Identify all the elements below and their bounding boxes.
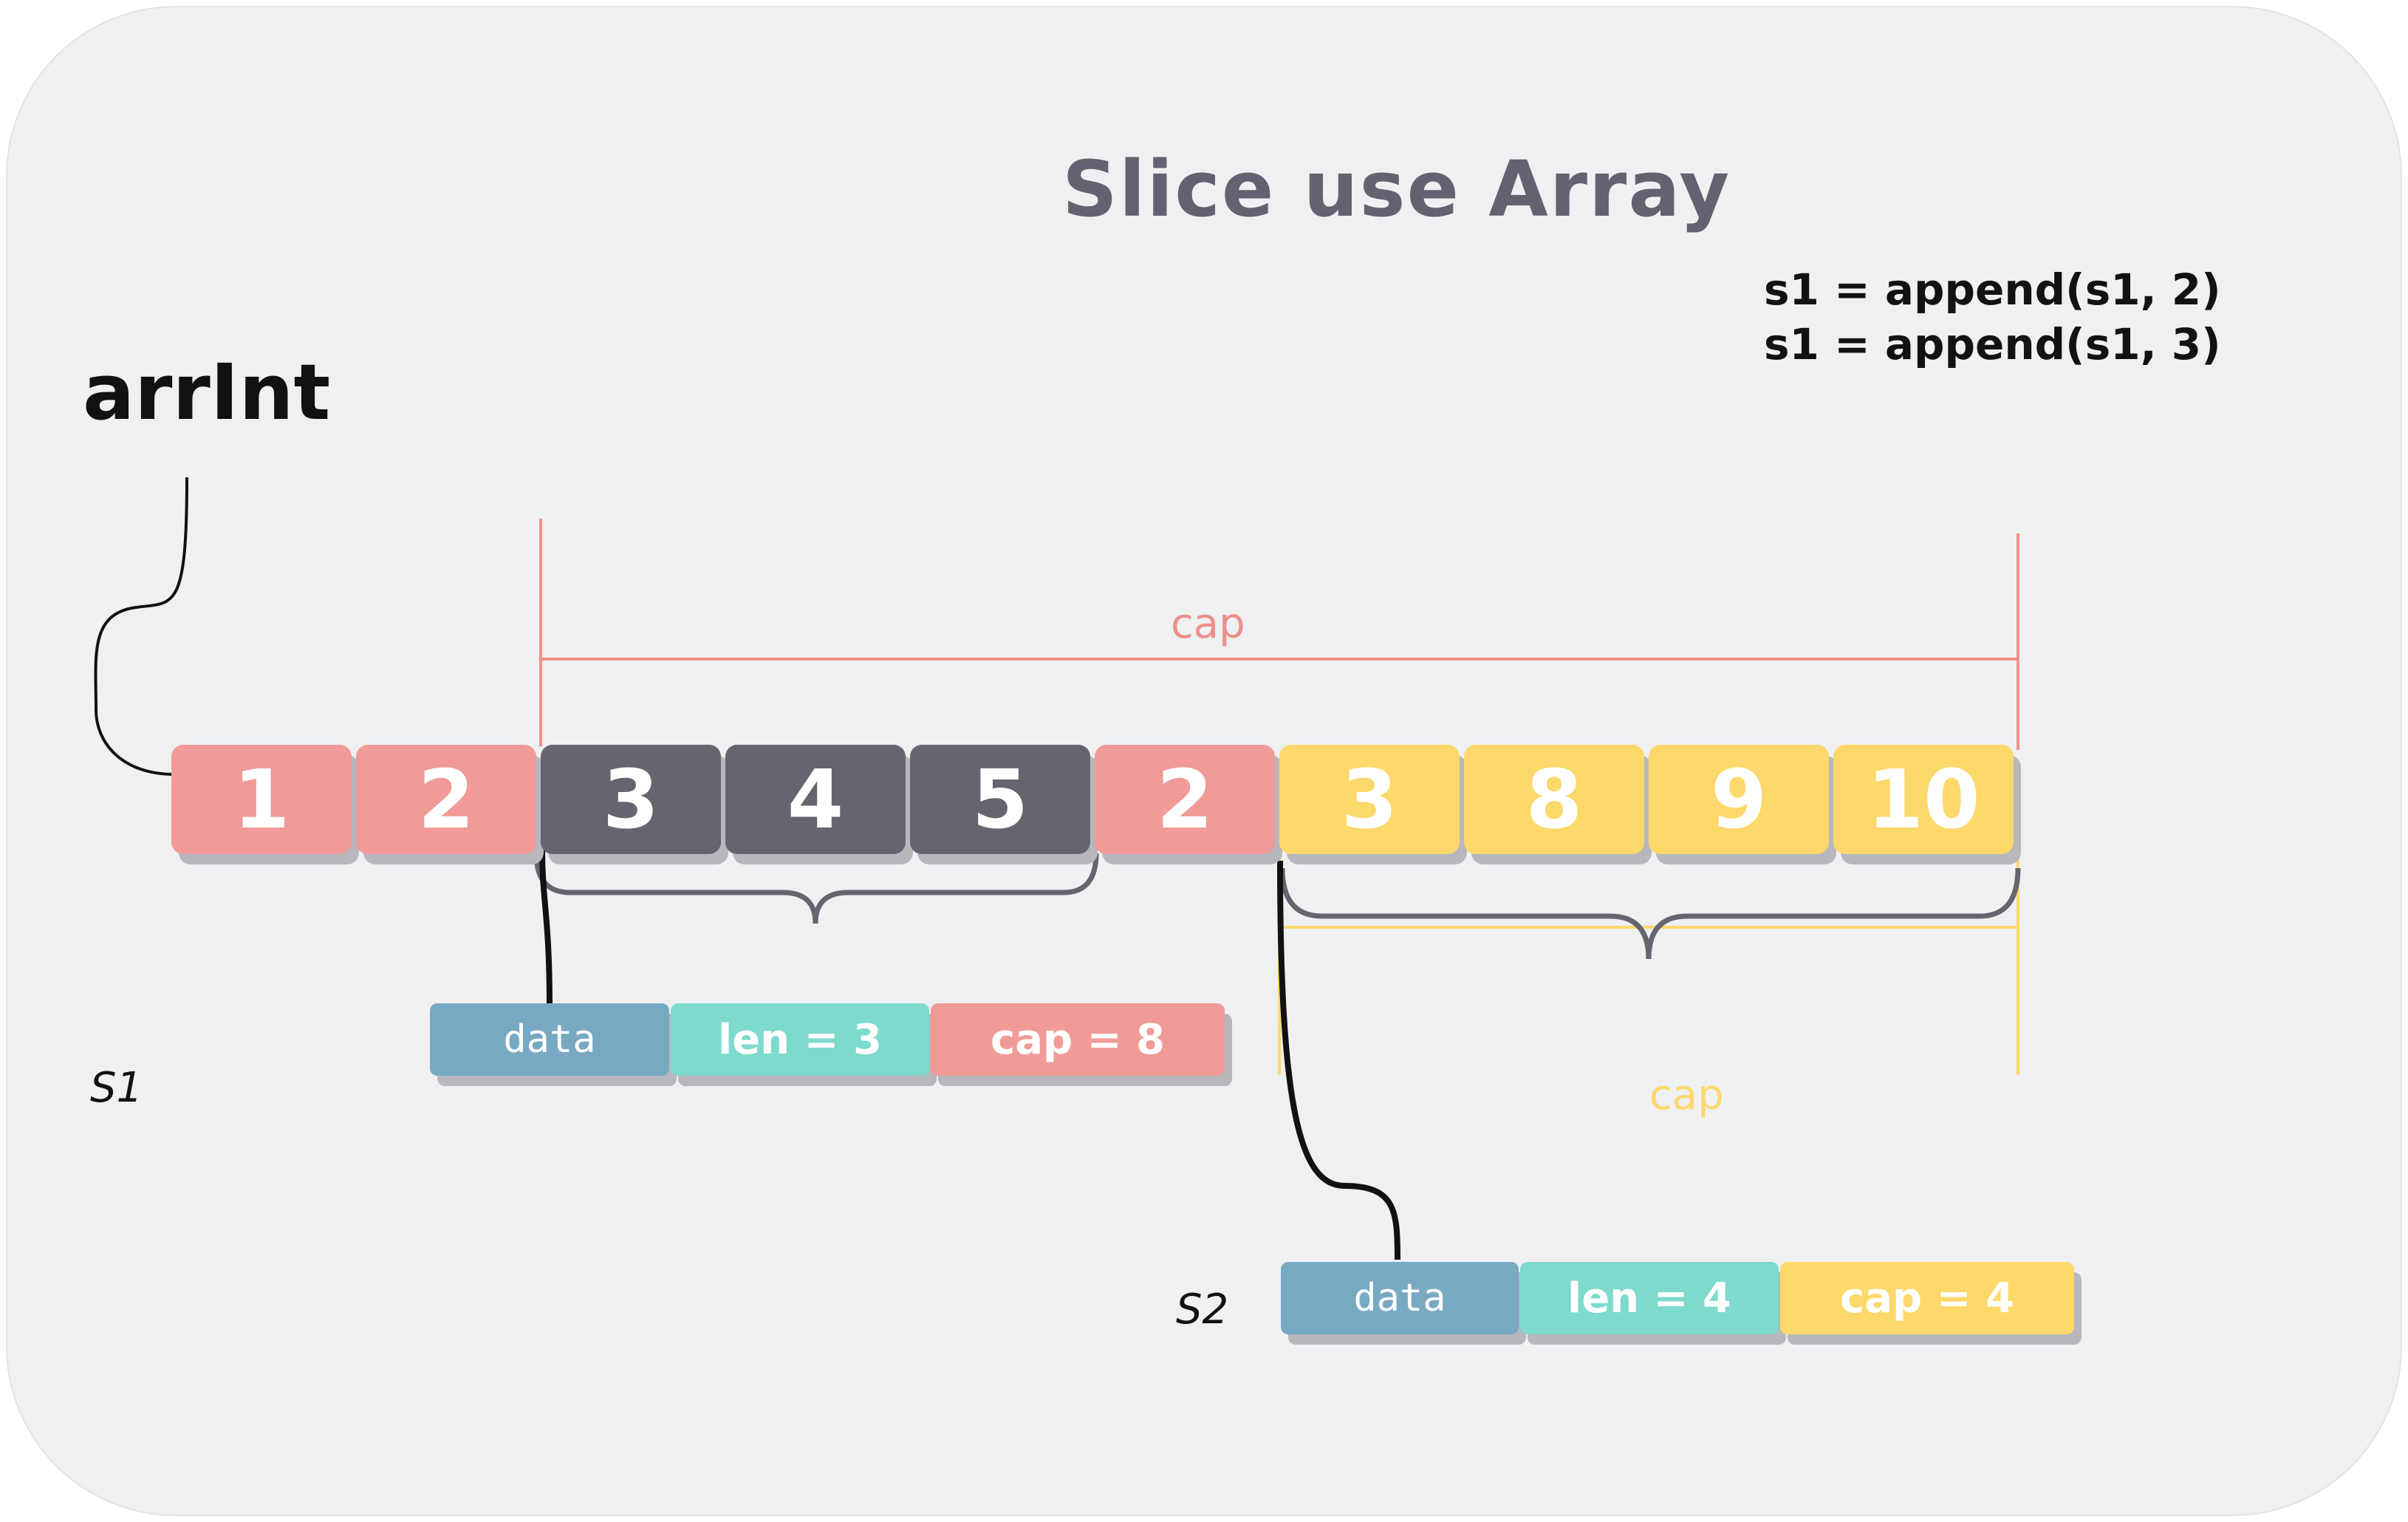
s2-len-brace	[1279, 867, 2021, 960]
s2-len-field: len = 4	[1520, 1262, 1779, 1334]
code-line-1: s1 = append(s1, 2)	[1764, 265, 2221, 315]
diagram-title: Slice use Array	[1062, 144, 1731, 234]
array-cell: 4	[725, 745, 906, 854]
s2-cap-marker: cap	[1649, 1071, 1724, 1119]
s1-cap-marker: cap	[1171, 600, 1245, 648]
s1-cap-field: cap = 8	[931, 1003, 1225, 1076]
array-cell: 8	[1464, 745, 1644, 854]
s1-len-brace	[533, 853, 1099, 924]
s2-cap-field: cap = 4	[1780, 1262, 2074, 1334]
s1-len-field: len = 3	[671, 1003, 929, 1076]
s1-data-field: data	[430, 1003, 669, 1076]
s1-data-pointer	[539, 849, 553, 1007]
array-cell: 3	[541, 745, 721, 854]
array-cell: 2	[1095, 745, 1275, 854]
s2-label: S2	[1176, 1286, 1229, 1334]
code-line-2: s1 = append(s1, 3)	[1764, 319, 2221, 369]
array-cell: 9	[1649, 745, 1829, 854]
array-cell: 3	[1279, 745, 1460, 854]
s1-label: S1	[90, 1064, 143, 1112]
array-cell: 5	[910, 745, 1090, 854]
array-name: arrInt	[83, 347, 331, 437]
array-cell: 1	[171, 745, 352, 854]
s2-data-field: data	[1281, 1262, 1519, 1334]
array-cell: 10	[1833, 745, 2014, 854]
arrint-pointer	[94, 477, 188, 776]
array-cell: 2	[356, 745, 536, 854]
s2-data-pointer	[1277, 860, 1400, 1260]
